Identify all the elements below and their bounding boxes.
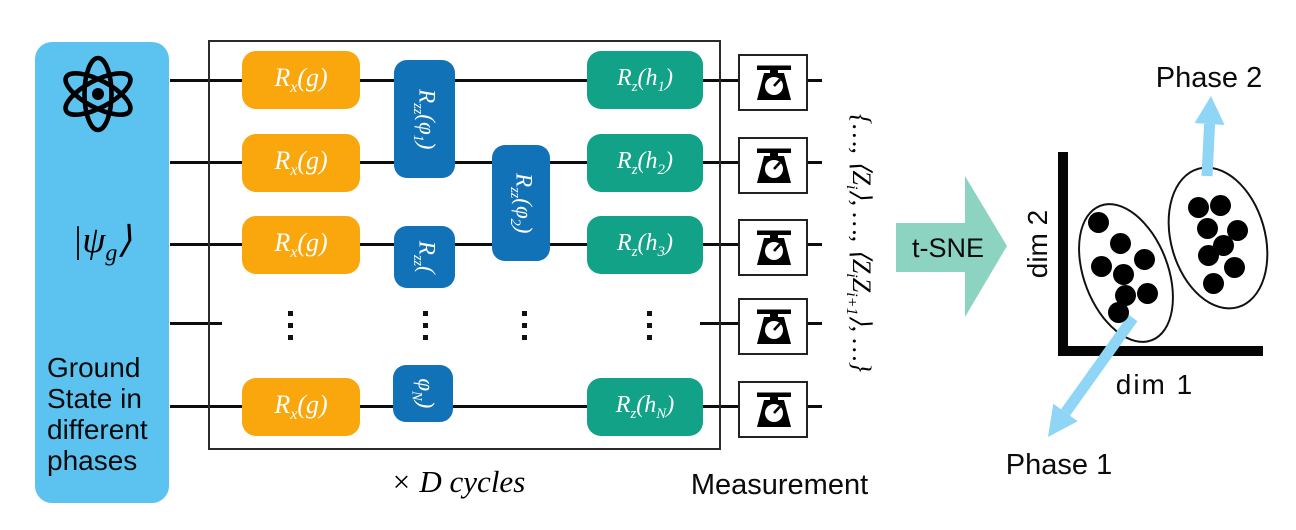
scale-icon [757, 148, 791, 183]
gate-rx-q2: Rx(g) [242, 134, 360, 192]
ellipsis-dot [522, 311, 527, 316]
scale-icon [757, 230, 791, 265]
tsne-arrow-icon [896, 176, 1007, 317]
ellipsis-dot [288, 311, 293, 316]
ellipsis-dot [522, 335, 527, 340]
phase-annotation-arrows [1048, 96, 1225, 437]
gate-rzz-phiN-top: Rzz( [394, 226, 455, 288]
gate-label: Rx(g) [274, 62, 328, 97]
x-axis-label: dim 1 [1115, 369, 1195, 400]
circuit-box [208, 40, 721, 450]
gate-rzz-phiN-bottom: φN) [393, 365, 453, 422]
gate-label: Rzz(φ1) [410, 88, 440, 150]
cycles-label: × D cycles [390, 464, 526, 499]
gate-label: Rx(g) [274, 389, 328, 424]
ellipsis-dot [423, 323, 428, 328]
gate-rzz-phi1: Rzz(φ1) [394, 60, 455, 178]
gate-label: φN) [408, 378, 439, 409]
ground-state-caption: Ground State in different phases [47, 352, 148, 476]
gate-label: Rz(hN) [615, 391, 675, 422]
output-expression: {…, ⟨Zi⟩, …, ⟨ZiZi+1⟩, …} [842, 113, 876, 373]
gate-rz-hN: Rz(hN) [587, 378, 703, 436]
ellipsis-dot [423, 335, 428, 340]
meas-out-wire-3 [804, 243, 822, 246]
phase2-label: Phase 2 [1155, 62, 1263, 94]
gate-label: Rzz( [410, 240, 440, 274]
meas-out-wire-4 [804, 322, 822, 325]
ellipsis-dot [647, 323, 652, 328]
meas-out-wire-5 [804, 405, 822, 408]
ground-state-panel [35, 42, 169, 503]
gate-label: Rx(g) [274, 227, 328, 262]
gate-rz-h2: Rz(h2) [587, 134, 703, 192]
ellipsis-dot [522, 323, 527, 328]
measurement-box-4 [738, 298, 808, 355]
ellipsis-dot [647, 335, 652, 340]
qubit-wire-4-left [170, 322, 222, 325]
gate-label: Rzz(φ2) [506, 172, 537, 234]
measurement-label: Measurement [690, 469, 869, 501]
gate-rx-q3: Rx(g) [242, 216, 360, 274]
measurement-box-1 [738, 54, 808, 111]
x-axis [1058, 346, 1263, 356]
gate-label: Rx(g) [274, 145, 328, 180]
gate-rz-h1: Rz(h1) [587, 51, 703, 109]
ellipsis-dot [647, 311, 652, 316]
measurement-box-2 [738, 137, 808, 194]
phase1-label: Phase 1 [1005, 449, 1113, 481]
ellipsis-dot [288, 335, 293, 340]
gate-label: Rz(h1) [617, 64, 673, 95]
y-axis [1058, 152, 1068, 356]
gate-label: Rz(h2) [617, 147, 673, 178]
meas-out-wire-1 [804, 79, 822, 82]
scale-icon [757, 392, 791, 427]
atom-icon [63, 55, 133, 133]
scale-icon [757, 65, 791, 100]
gate-rx-q1: Rx(g) [242, 51, 360, 109]
measurement-box-3 [738, 219, 808, 276]
tsne-label: t-SNE [911, 233, 984, 263]
scale-icon [757, 309, 791, 344]
gate-rz-h3: Rz(h3) [587, 216, 703, 274]
gate-label: Rz(h3) [617, 229, 673, 260]
ellipsis-dot [288, 323, 293, 328]
measurement-box-5 [738, 381, 808, 438]
gate-rzz-phi2: Rzz(φ2) [492, 145, 550, 261]
gate-rx-qN: Rx(g) [242, 378, 360, 436]
qubit-wire-5 [170, 405, 738, 408]
ellipsis-dot [423, 311, 428, 316]
meas-out-wire-2 [804, 161, 822, 164]
psi-state-label: |ψg⟩ [72, 220, 132, 267]
